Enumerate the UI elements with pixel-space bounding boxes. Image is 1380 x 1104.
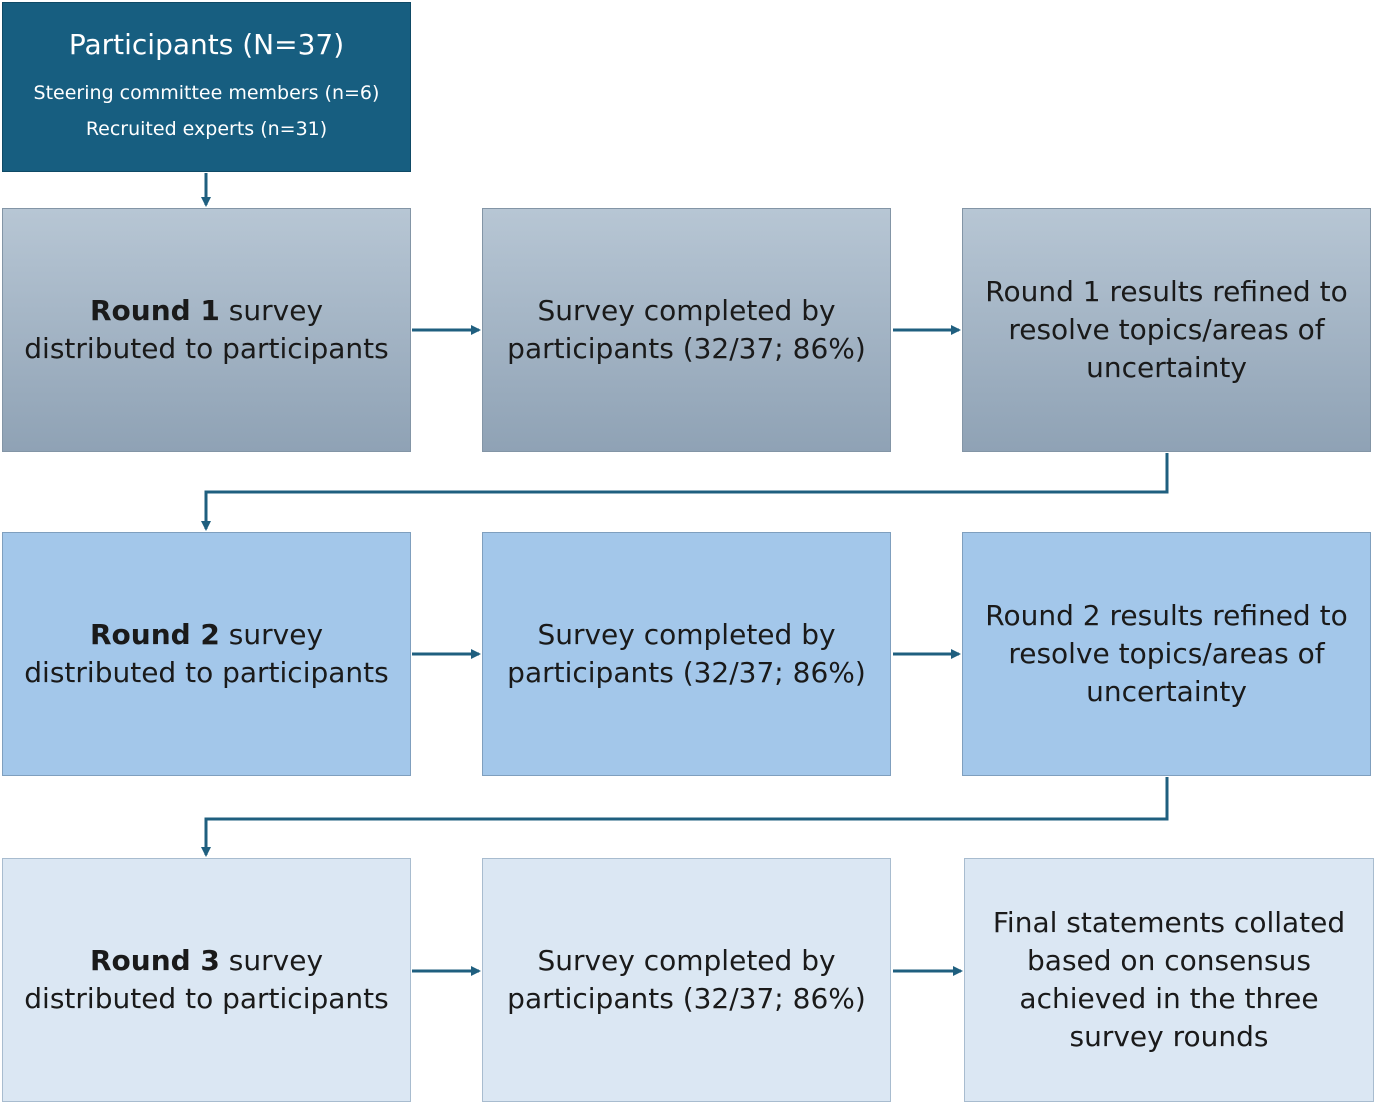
round3-survey-box: Round 3 survey distributed to participan… xyxy=(2,858,411,1102)
round2-results-box: Round 2 results refined to resolve topic… xyxy=(962,532,1371,776)
round2-survey-box: Round 2 survey distributed to participan… xyxy=(2,532,411,776)
round3-label: Round 3 xyxy=(89,944,220,977)
round3-completed-box: Survey completed by participants (32/37;… xyxy=(482,858,891,1102)
round1-completed-box: Survey completed by participants (32/37;… xyxy=(482,208,891,452)
round3-survey-line1: Round 3 survey xyxy=(90,942,323,980)
round2-results-line1: Round 2 results refined to xyxy=(985,599,1348,632)
round2-completed-box: Survey completed by participants (32/37;… xyxy=(482,532,891,776)
round1-results-line2: resolve topics/areas of xyxy=(1008,313,1325,346)
round3-completed-line1: Survey completed by xyxy=(537,944,836,977)
round2-label: Round 2 xyxy=(89,618,220,651)
final-statements-line1: Final statements collated xyxy=(992,906,1346,939)
round1-completed-line2: participants (32/37; 86%) xyxy=(507,332,866,365)
final-statements-line4: survey rounds xyxy=(1069,1020,1269,1053)
round1-survey-line2: distributed to participants xyxy=(24,332,389,365)
arrow-round2-results-to-round3 xyxy=(201,777,1169,857)
arrow-round1-results-to-round2 xyxy=(201,453,1169,531)
round2-completed-line1: Survey completed by xyxy=(537,618,836,651)
round3-survey-line2: distributed to participants xyxy=(24,982,389,1015)
round2-label-rest: survey xyxy=(219,618,324,651)
final-statements-line3: achieved in the three xyxy=(1019,982,1319,1015)
round2-results-line2: resolve topics/areas of xyxy=(1008,637,1325,670)
final-statements-line2: based on consensus xyxy=(1027,944,1311,977)
round1-completed-line1: Survey completed by xyxy=(537,294,836,327)
round2-completed-line2: participants (32/37; 86%) xyxy=(507,656,866,689)
round2-results-line3: uncertainty xyxy=(1086,675,1247,708)
round2-survey-line1: Round 2 survey xyxy=(90,616,323,654)
participants-steering: Steering committee members (n=6) xyxy=(33,81,380,104)
round2-survey-line2: distributed to participants xyxy=(24,656,389,689)
round1-label: Round 1 xyxy=(89,294,220,327)
round1-results-box: Round 1 results refined to resolve topic… xyxy=(962,208,1371,452)
round1-results-line1: Round 1 results refined to xyxy=(985,275,1348,308)
participants-recruited: Recruited experts (n=31) xyxy=(85,117,328,140)
round1-results-line3: uncertainty xyxy=(1086,351,1247,384)
round3-completed-line2: participants (32/37; 86%) xyxy=(507,982,866,1015)
round3-label-rest: survey xyxy=(219,944,324,977)
round1-survey-box: Round 1 survey distributed to participan… xyxy=(2,208,411,452)
participants-box: Participants (N=37) Steering committee m… xyxy=(2,2,411,172)
round1-label-rest: survey xyxy=(219,294,324,327)
final-statements-box: Final statements collated based on conse… xyxy=(964,858,1374,1102)
participants-title: Participants (N=37) xyxy=(68,27,345,61)
round1-survey-line1: Round 1 survey xyxy=(90,292,323,330)
